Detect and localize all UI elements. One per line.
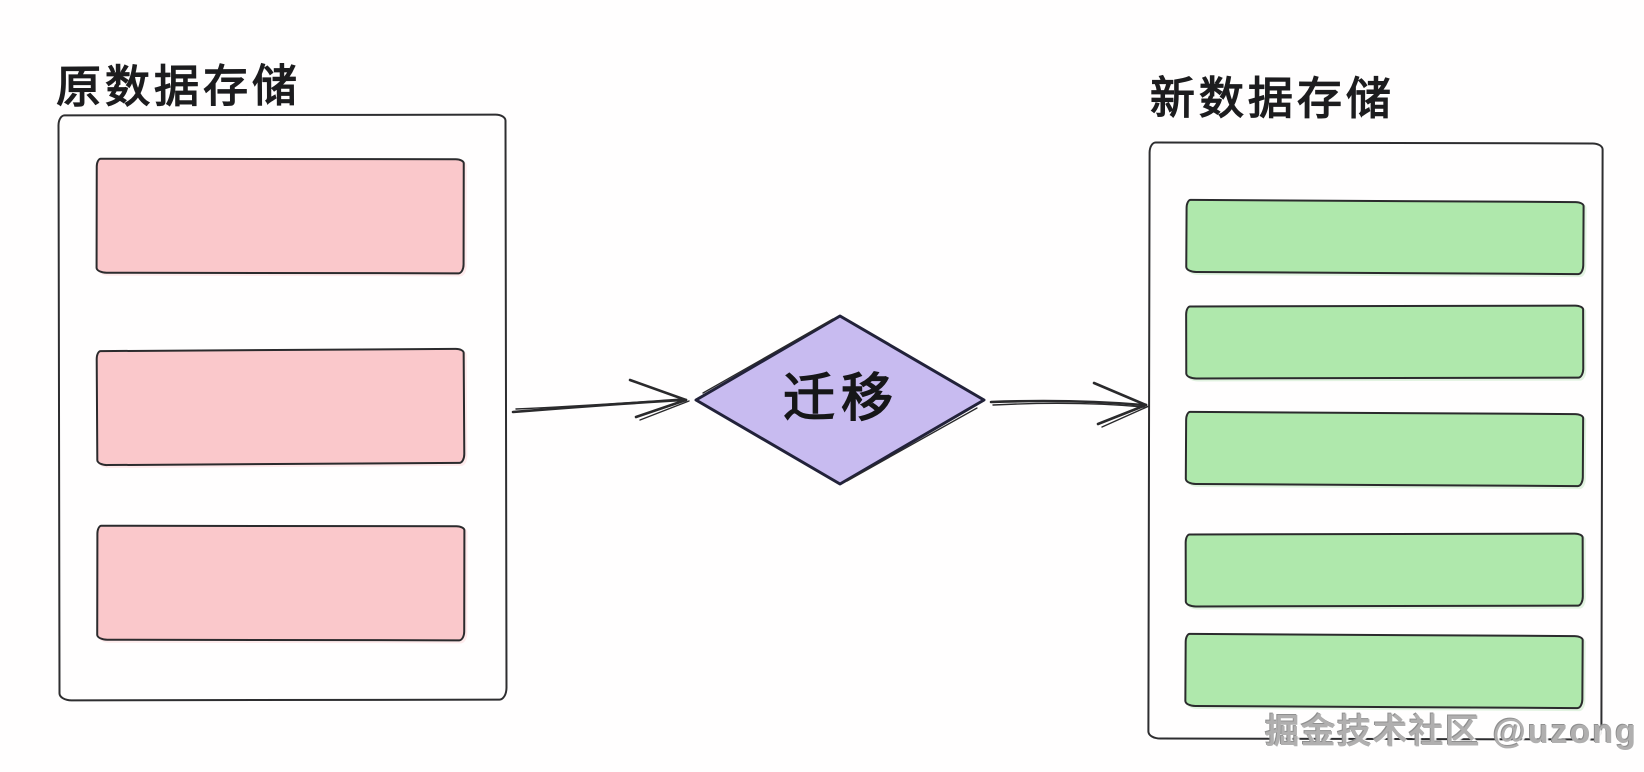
arrow-migration-to-target: [989, 381, 1150, 428]
source-data-row: [95, 157, 465, 275]
source-data-row: [95, 347, 466, 467]
migration-diamond: [694, 314, 986, 486]
source-panel-title: 原数据存储: [55, 60, 302, 113]
target-data-row: [1184, 632, 1584, 710]
target-data-row: [1184, 410, 1585, 488]
target-panel-title: 新数据存储: [1149, 72, 1396, 125]
target-data-row: [1184, 532, 1584, 608]
migration-node: 迁移: [694, 314, 986, 486]
migration-label: 迁移: [783, 370, 899, 428]
source-data-row: [96, 524, 466, 642]
target-data-row: [1185, 198, 1585, 276]
watermark: 掘金技术社区 @uzong: [1265, 713, 1638, 751]
target-data-row: [1185, 304, 1585, 380]
target-panel: [1147, 141, 1604, 741]
source-panel: [57, 113, 508, 702]
arrow-source-to-migration: [511, 378, 690, 421]
